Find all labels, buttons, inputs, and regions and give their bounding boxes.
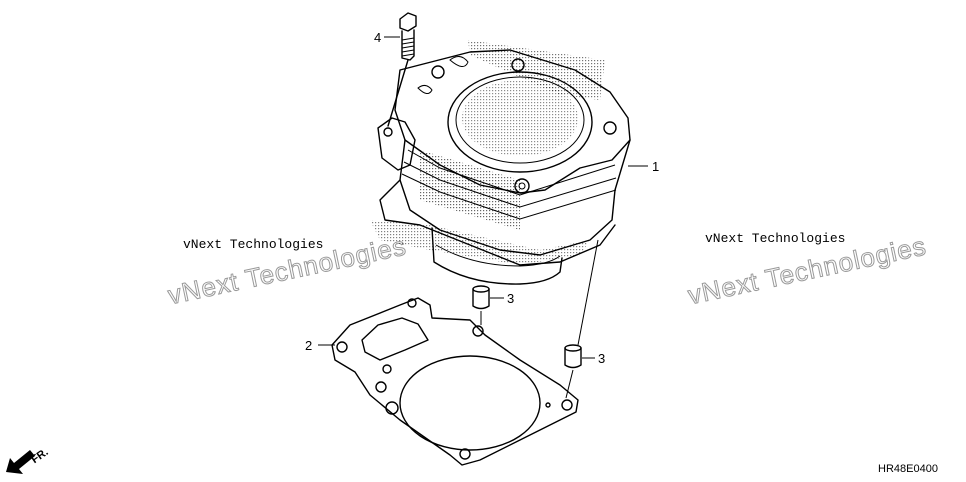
gasket-hole-3 [472,325,484,337]
gasket-hole-8 [545,402,551,408]
front-direction-indicator: FR. [6,446,51,474]
bolt-head [399,12,417,32]
deck-hole-4-inner [518,182,526,190]
deck-hole-1 [431,65,445,79]
callout-2-label: 2 [305,338,312,353]
cylinder-body [399,139,631,256]
cylinder-side-boss [377,117,416,171]
deck-hole-2 [511,58,525,72]
watermark-left-small: vNext Technologies [183,237,323,252]
watermark-right: vNext Technologies vNext Technologies [685,230,930,311]
bolt-shank [401,29,415,61]
callout-3-upper-label: 3 [507,291,514,306]
gasket-hole-1 [336,341,348,353]
cooling-fin-2 [403,161,617,208]
deck-hole-3 [603,121,617,135]
cylinder-lower-flange [379,179,616,266]
bolt-thread [401,37,415,57]
cylinder-top-deck [394,49,631,194]
bolt-part [387,12,417,127]
cylinder-skirt [431,227,563,285]
callout-1: 1 [628,159,659,174]
cooling-fin-1 [407,149,616,196]
side-boss-hole [383,127,393,137]
watermark-right-small: vNext Technologies [705,231,845,246]
cylinder-skirt-ring [435,244,561,267]
watermark-left: vNext Technologies vNext Technologies [165,230,410,311]
gasket-hole-2 [407,298,417,308]
gasket-chain-opening [361,317,429,361]
dowel-guide-line [577,239,599,346]
gasket-hole-5 [375,381,387,393]
callout-3-lower: 3 [582,351,605,366]
callout-3-upper: 3 [490,291,514,306]
gasket-outline [331,297,579,466]
cylinder-shading-top [468,40,605,100]
bolt-guide-line [387,59,409,127]
cooling-fin-3 [401,173,617,220]
callout-1-label: 1 [652,159,659,174]
callout-3-lower-label: 3 [598,351,605,366]
dowel-pin-upper [472,285,490,325]
cylinder-bore-shading [462,80,578,156]
deck-passage [449,56,469,67]
gasket-part [331,297,579,466]
callout-4-label: 4 [374,30,381,45]
deck-hole-4 [514,178,530,194]
gasket-bore [399,355,541,451]
dowel-pin-lower [564,239,599,399]
front-label: FR. [29,446,50,466]
gasket-hole-4 [382,364,392,374]
deck-passage-2 [417,84,433,94]
callout-4: 4 [374,30,400,45]
gasket-hole-7 [561,399,573,411]
gasket-hole-9 [459,448,471,460]
cylinder-part [370,40,631,285]
callout-2: 2 [305,338,335,353]
diagram-code: HR48E0400 [878,463,938,475]
cylinder-bore-inner [455,76,585,164]
gasket-hole-6 [385,401,399,415]
cylinder-bore-outer [447,71,593,173]
arrow-down-left-icon [6,450,35,474]
